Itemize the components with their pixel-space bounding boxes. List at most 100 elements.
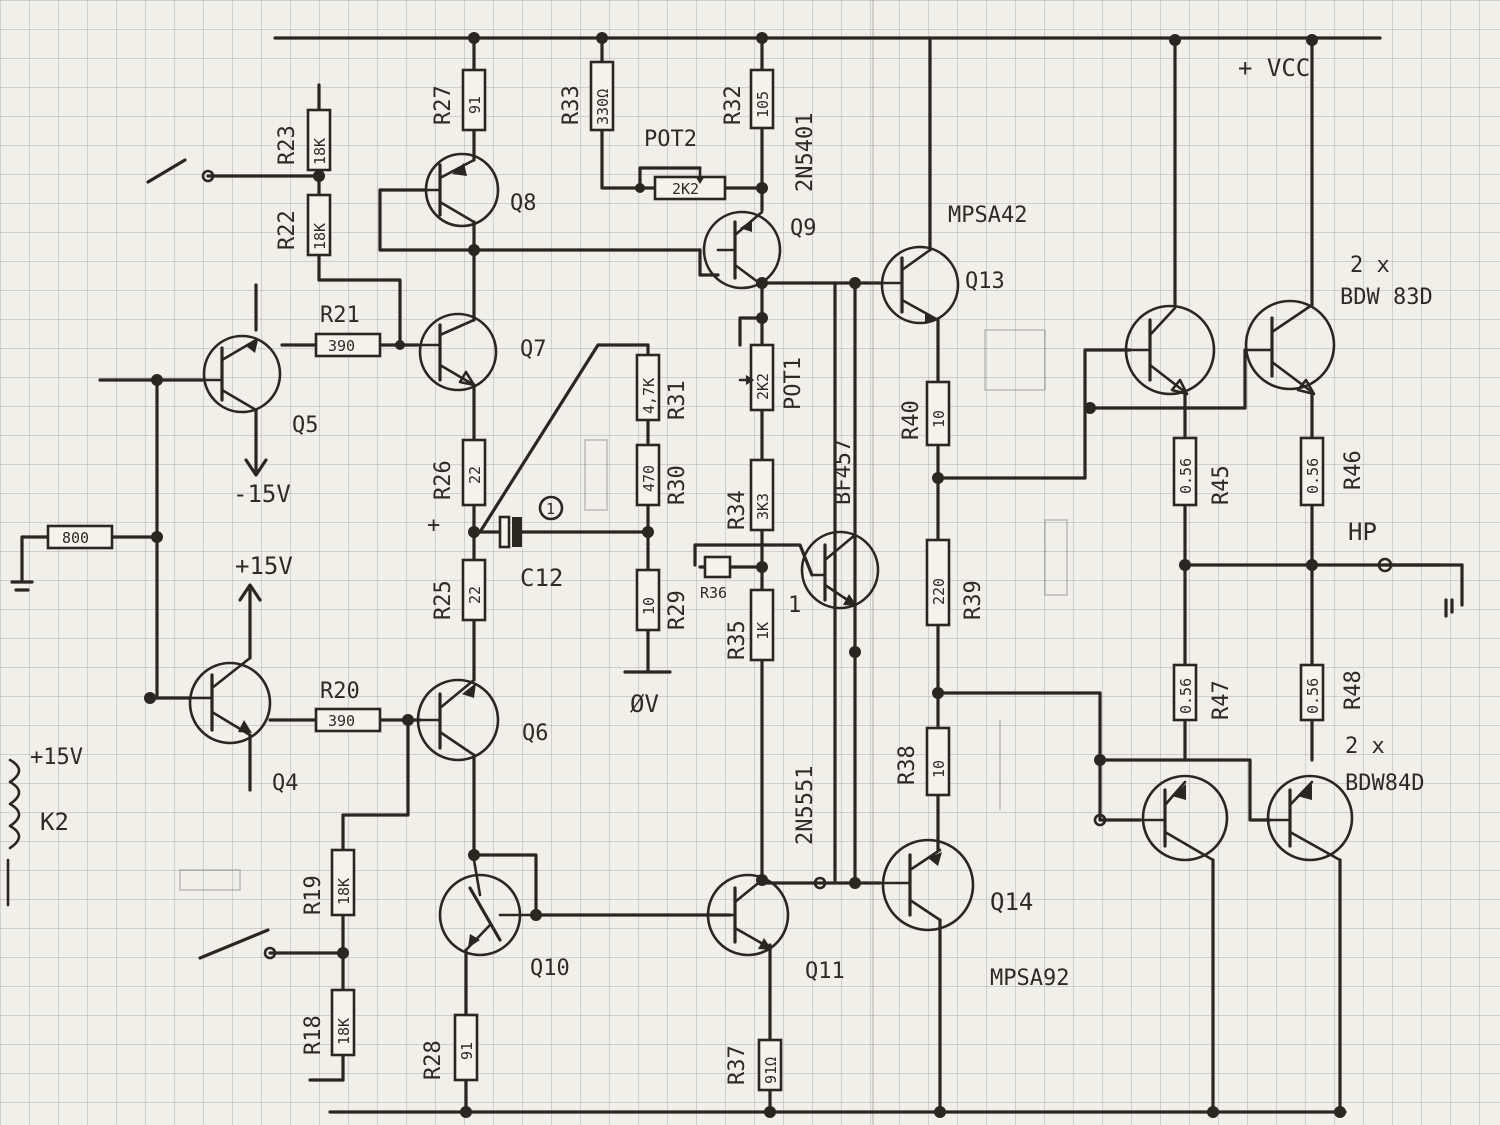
transistor-bf457: [800, 530, 880, 654]
r27-value: 91: [466, 96, 484, 114]
q14-label: Q14: [990, 888, 1033, 916]
q8-label: Q8: [510, 191, 537, 216]
speaker-label: HP: [1348, 518, 1377, 546]
r22-label: R22: [275, 210, 300, 250]
pot1-label: POT1: [781, 357, 806, 410]
r26-value: 22: [466, 466, 484, 484]
rin-value: 800: [62, 529, 89, 547]
q11-label: Q11: [805, 959, 845, 984]
r25-label: R25: [431, 580, 456, 620]
labels: + VCC -15V +15V +15V K2 ØV HP + 1 1 Q8 Q…: [30, 54, 1433, 1085]
transistor-out-bot-1: [1138, 774, 1229, 862]
transistor-q7: [416, 312, 498, 392]
r31-value: 4,7K: [640, 378, 658, 414]
q4-label: Q4: [272, 771, 299, 796]
r38-label: R38: [895, 745, 920, 785]
r23-label: R23: [275, 125, 300, 165]
k2-label: K2: [40, 808, 69, 836]
r45-label: R45: [1209, 465, 1234, 505]
out-bot-part: BDW84D: [1345, 771, 1424, 796]
transistor-q5: [202, 334, 282, 414]
erased-pencil-traces: [179, 329, 1068, 891]
r34-label: R34: [725, 490, 750, 530]
r21-value: 390: [328, 337, 355, 355]
q9-part: 2N5401: [793, 113, 818, 192]
pot-wipers: [695, 166, 754, 385]
q5-label: Q5: [292, 413, 319, 438]
vcc-rail: [273, 32, 1382, 46]
r23-value: 18K: [311, 138, 329, 165]
marker-circle: [538, 495, 564, 521]
transistor-q9: [702, 210, 782, 290]
r47-label: R47: [1209, 680, 1234, 720]
transistor-q6: [416, 678, 500, 762]
r36-label: R36: [700, 584, 727, 602]
r29-value: 10: [640, 597, 658, 615]
r40-label: R40: [899, 400, 924, 440]
r48-value: 0.56: [1304, 678, 1322, 714]
r33-value: 330Ω: [594, 89, 612, 125]
vcc-label: + VCC: [1238, 54, 1310, 82]
r19-value: 18K: [335, 878, 353, 905]
q11-part: 2N5551: [793, 766, 818, 845]
transistor-out-bot-2: [1266, 774, 1354, 862]
circuit-wires: [6, 36, 1464, 1114]
r38-value: 10: [930, 760, 948, 778]
q13-label: Q13: [965, 269, 1005, 294]
q6-label: Q6: [522, 721, 549, 746]
transistor-q10: [438, 858, 538, 957]
r22-value: 18K: [311, 223, 329, 250]
marker-number: 1: [546, 500, 555, 518]
neg15-label: -15V: [233, 480, 291, 508]
r25-value: 22: [466, 586, 484, 604]
q7-label: Q7: [520, 337, 547, 362]
r34-value: 3K3: [754, 493, 772, 520]
q14-part: MPSA92: [990, 966, 1069, 991]
q13-part: MPSA42: [948, 203, 1027, 228]
pos15-alt-label: +15V: [30, 745, 83, 770]
r26-label: R26: [431, 460, 456, 500]
pot2-label: POT2: [644, 127, 697, 152]
out-top-part: BDW 83D: [1340, 285, 1433, 310]
r35-value: 1K: [754, 622, 772, 640]
q10-label: Q10: [530, 956, 570, 981]
r32-label: R32: [721, 85, 746, 125]
r19-label: R19: [301, 875, 326, 915]
r40-value: 10: [930, 410, 948, 428]
r48-label: R48: [1341, 670, 1366, 710]
transistor-out-top-2: [1243, 299, 1336, 396]
r46-label: R46: [1341, 450, 1366, 490]
r39-label: R39: [961, 580, 986, 620]
c12-label: C12: [520, 564, 563, 592]
plus-sign: +: [427, 513, 440, 538]
r20-label: R20: [320, 679, 360, 704]
r28-value: 91: [458, 1042, 476, 1060]
resistor-bodies: [46, 60, 1325, 1092]
r31-label: R31: [665, 380, 690, 420]
r21-label: R21: [320, 303, 360, 328]
r29-label: R29: [665, 590, 690, 630]
pin-1-label: 1: [788, 593, 801, 618]
out-bot-qty: 2 x: [1345, 734, 1385, 759]
r37-value: 91Ω: [762, 1057, 780, 1084]
r30-value: 470: [640, 465, 658, 492]
r45-value: 0.56: [1177, 458, 1195, 494]
junction-dots: [144, 170, 1318, 959]
r20-value: 390: [328, 712, 355, 730]
bf457-part: BF457: [831, 439, 856, 505]
pot1-value: 2K2: [754, 373, 772, 400]
r47-value: 0.56: [1177, 678, 1195, 714]
r35-label: R35: [725, 620, 750, 660]
r32-value: 105: [754, 91, 772, 118]
r18-label: R18: [301, 1015, 326, 1055]
negative-rail: [328, 1106, 1347, 1118]
r46-value: 0.56: [1304, 458, 1322, 494]
q9-label: Q9: [790, 216, 817, 241]
pos15-label: +15V: [235, 552, 293, 580]
r39-value: 220: [930, 578, 948, 605]
r33-label: R33: [559, 85, 584, 125]
pot2-value: 2K2: [672, 180, 699, 198]
transistor-q11: [706, 873, 790, 957]
resistor-values: 18K 18K 390 91 22 22 390 800 18K 18K 91 …: [62, 89, 1322, 1084]
